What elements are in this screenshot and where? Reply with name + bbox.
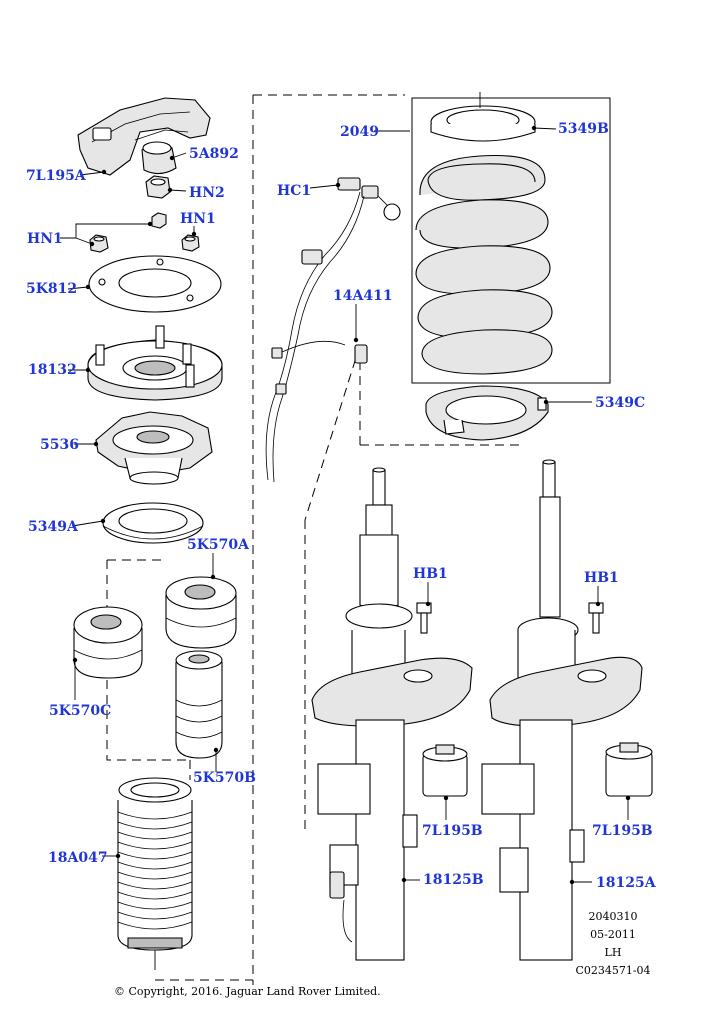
hex-nut-hn1-center[interactable] <box>151 212 167 229</box>
hex-nut-hn1-right[interactable] <box>181 234 200 252</box>
harness-connector-hc1[interactable] <box>337 177 401 221</box>
label-hb1-right[interactable]: HB1 <box>584 570 619 586</box>
label-7l195b-right[interactable]: 7L195B <box>592 823 653 839</box>
label-14a411[interactable]: 14A411 <box>333 288 393 304</box>
mount-plate-gasket[interactable] <box>88 255 222 313</box>
label-5k812[interactable]: 5K812 <box>26 281 78 297</box>
label-hn2[interactable]: HN2 <box>189 185 225 201</box>
label-2049[interactable]: 2049 <box>340 124 379 140</box>
dust-cap[interactable] <box>141 141 177 175</box>
copyright-notice: © Copyright, 2016. Jaguar Land Rover Lim… <box>114 985 381 998</box>
coil-spring[interactable] <box>411 97 611 384</box>
bolt-hb1-right[interactable] <box>588 602 604 634</box>
leader-lines <box>60 92 631 970</box>
reference-illustration-id: C0234571-04 <box>575 964 651 977</box>
upper-spring-seat[interactable] <box>95 411 213 485</box>
lower-spring-seat[interactable] <box>425 385 549 441</box>
label-5k570a[interactable]: 5K570A <box>187 537 249 553</box>
label-18a047[interactable]: 18A047 <box>48 850 108 866</box>
label-hn1-right[interactable]: HN1 <box>180 211 216 227</box>
upper-spring-insulator[interactable] <box>102 502 204 544</box>
strut-assembly-right[interactable] <box>481 459 643 961</box>
label-7l195a[interactable]: 7L195A <box>26 168 86 184</box>
wheel-speed-sensor-harness[interactable] <box>265 191 368 483</box>
label-5a892[interactable]: 5A892 <box>189 146 239 162</box>
label-5349a[interactable]: 5349A <box>28 519 78 535</box>
reference-side: LH <box>604 946 622 959</box>
bump-stop-5k570c[interactable] <box>73 606 143 679</box>
label-18132[interactable]: 18132 <box>28 362 77 378</box>
strut-assembly-left[interactable] <box>311 467 473 961</box>
hex-nut-hn1-left[interactable] <box>89 234 109 253</box>
label-18125a[interactable]: 18125A <box>596 875 656 891</box>
upper-mount-bracket[interactable] <box>77 97 211 176</box>
bump-stop-5k570a[interactable] <box>165 576 237 649</box>
label-5536[interactable]: 5536 <box>40 437 79 453</box>
reference-date: 05-2011 <box>590 928 636 941</box>
label-5349c[interactable]: 5349C <box>595 395 646 411</box>
bump-stop-5k570b[interactable] <box>175 650 223 759</box>
bolt-hb1-left[interactable] <box>416 602 432 634</box>
label-7l195b-left[interactable]: 7L195B <box>422 823 483 839</box>
dust-boot-gaiter[interactable] <box>117 777 193 951</box>
label-hb1-left[interactable]: HB1 <box>413 566 448 582</box>
label-5k570b[interactable]: 5K570B <box>193 770 256 786</box>
label-5k570c[interactable]: 5K570C <box>49 703 112 719</box>
label-hn1-left[interactable]: HN1 <box>27 231 63 247</box>
bushing-7l195b-right[interactable] <box>605 742 653 797</box>
label-hc1[interactable]: HC1 <box>277 183 312 199</box>
hex-nut-hn2[interactable] <box>145 175 171 199</box>
reference-code-1: 2040310 <box>588 910 638 923</box>
strut-top-mount[interactable] <box>87 325 223 401</box>
bushing-7l195b-left[interactable] <box>422 744 468 797</box>
label-18125b[interactable]: 18125B <box>423 872 484 888</box>
label-5349b[interactable]: 5349B <box>558 121 609 137</box>
